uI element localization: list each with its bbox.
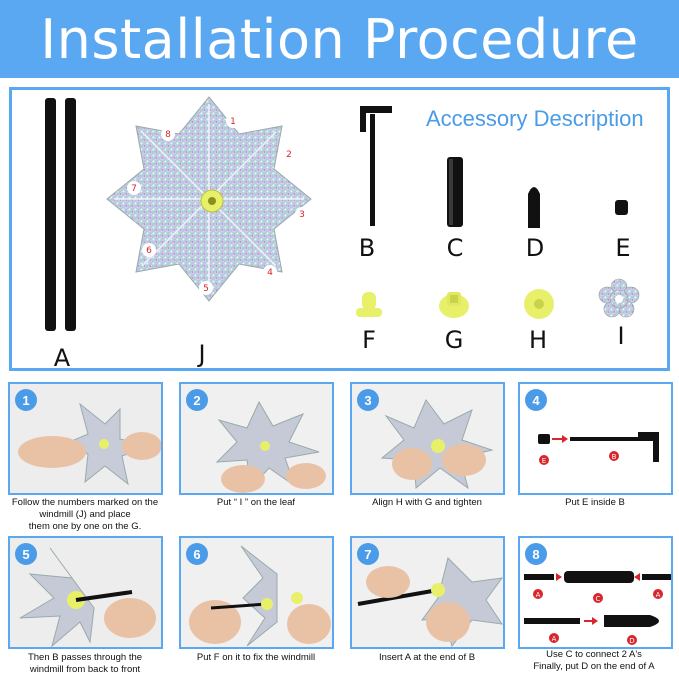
leaf-number-3: 3 [299, 210, 305, 220]
label-i: I [617, 322, 625, 350]
step-7-caption: Insert A at the end of B [342, 652, 512, 664]
bracket-rod-b-image [360, 106, 392, 226]
step-2-number: 2 [186, 389, 208, 411]
step-6-number: 6 [186, 543, 208, 565]
yellow-washer-h-image [524, 289, 554, 319]
step-8-mark-a-1: A [536, 591, 541, 599]
label-h: H [528, 326, 548, 354]
step-2-caption: Put “ I ” on the leaf [171, 497, 341, 509]
step-4-illustration: E B [538, 432, 659, 465]
step-7-number: 7 [357, 543, 379, 565]
step-7-panel: 7 [350, 536, 505, 649]
leaf-number-2: 2 [286, 150, 292, 160]
label-a: A [53, 344, 71, 372]
label-c: C [446, 234, 464, 262]
label-e: E [615, 234, 631, 262]
label-g: G [444, 326, 464, 354]
step-4-caption-line-1: Put E inside B [565, 497, 625, 508]
step-1-panel: 1 [8, 382, 163, 495]
header-banner: Installation Procedure [0, 0, 679, 78]
step-6-panel: 6 [179, 536, 334, 649]
step-5-caption: Then B passes through the windmill from … [0, 652, 170, 673]
step-8-mark-a-2: A [656, 591, 661, 599]
step-4-panel: E B 4 [518, 382, 673, 495]
step-3-caption: Align H with G and tighten [342, 497, 512, 509]
step-4-number: 4 [525, 389, 547, 411]
leaf-number-8: 8 [165, 130, 171, 140]
connector-c-image [447, 157, 463, 227]
label-j: J [198, 340, 206, 368]
step-8-panel: A C A A D 8 [518, 536, 673, 649]
yellow-hub-g-image [439, 292, 469, 318]
step-5-panel: 5 [8, 536, 163, 649]
step-5-caption-line-2: windmill from back to front [29, 664, 141, 673]
step-1-caption: Follow the numbers marked on the windmil… [0, 497, 170, 533]
step-6-caption-line-1: Put F on it to fix the windmill [196, 652, 316, 663]
step-3-caption-line-1: Align H with G and tighten [372, 497, 482, 508]
step-3-number: 3 [357, 389, 379, 411]
step-1-caption-line-3: them one by one on the G. [28, 521, 142, 532]
step-3-panel: 3 [350, 382, 505, 495]
step-8-mark-a-3: A [552, 635, 557, 643]
flower-i-image [598, 278, 640, 318]
label-b: B [358, 234, 376, 262]
step-8-mark-c: C [596, 595, 601, 603]
rods-a-image [45, 98, 76, 331]
step-6-caption: Put F on it to fix the windmill [171, 652, 341, 664]
step-8-caption-line-2: Finally, put D on the end of A [533, 661, 655, 672]
label-f: F [362, 326, 376, 354]
accessory-title: Accessory Description [426, 106, 644, 131]
step-4-mark-e: E [542, 457, 546, 465]
leaf-number-7: 7 [131, 184, 137, 194]
step-4-caption: Put E inside B [510, 497, 679, 509]
leaf-number-6: 6 [146, 246, 152, 256]
label-d: D [525, 234, 545, 262]
step-8-illustration: A C A A D [524, 571, 671, 645]
step-7-caption-line-1: Insert A at the end of B [378, 652, 476, 663]
step-1-caption-line-1: Follow the numbers marked on the [11, 497, 159, 508]
step-2-caption-line-1: Put “ I ” on the leaf [216, 497, 296, 508]
step-8-caption: Use C to connect 2 A's Finally, put D on… [509, 649, 679, 673]
step-8-caption-line-1: Use C to connect 2 A's [546, 649, 642, 660]
yellow-cap-f-image [356, 292, 382, 317]
end-cap-d-image [528, 187, 540, 228]
leaf-number-1: 1 [230, 117, 236, 127]
step-5-caption-line-1: Then B passes through the [27, 652, 143, 663]
leaf-number-4: 4 [267, 268, 273, 278]
step-2-illustration [181, 384, 332, 493]
step-8-number: 8 [525, 543, 547, 565]
step-4-mark-b: B [612, 453, 617, 461]
accessory-panel: Accessory Description A [9, 87, 670, 372]
step-1-caption-line-2: windmill (J) and place [39, 509, 131, 520]
leaf-number-5: 5 [203, 284, 209, 294]
windmill-j-image: 1 2 3 4 5 6 7 8 [106, 96, 312, 302]
step-2-panel: 2 [179, 382, 334, 495]
step-1-number: 1 [15, 389, 37, 411]
plug-e-image [615, 200, 628, 215]
page-title: Installation Procedure [40, 7, 639, 71]
step-8-mark-d: D [629, 637, 634, 645]
step-5-number: 5 [15, 543, 37, 565]
